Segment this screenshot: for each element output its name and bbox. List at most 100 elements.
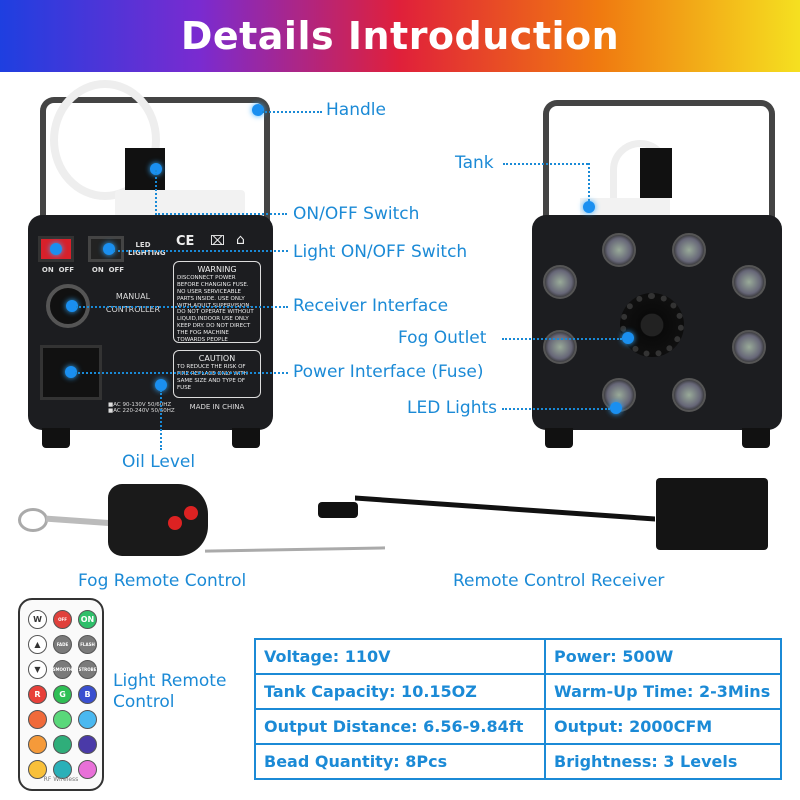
receiver-dot bbox=[66, 300, 78, 312]
oil-level-label: Oil Level bbox=[122, 452, 196, 472]
remote-button[interactable]: B bbox=[78, 685, 97, 704]
remote-button[interactable]: R bbox=[28, 685, 47, 704]
callout-line bbox=[502, 408, 610, 410]
remote-button[interactable]: STROBE bbox=[78, 660, 97, 679]
made-in-label: MADE IN CHINA bbox=[189, 403, 245, 411]
remote-button[interactable] bbox=[53, 710, 72, 729]
handle bbox=[40, 97, 270, 237]
led-lights-label: LED Lights bbox=[407, 398, 497, 418]
foot bbox=[42, 428, 70, 448]
led-light bbox=[732, 265, 766, 299]
onoff-switch-label: ON/OFF Switch bbox=[293, 204, 420, 224]
callout-line bbox=[502, 338, 622, 340]
led-light bbox=[672, 233, 706, 267]
remote-button[interactable] bbox=[28, 760, 47, 779]
fog-remote-control[interactable] bbox=[108, 484, 208, 556]
led-light bbox=[602, 233, 636, 267]
callout-line bbox=[75, 372, 288, 374]
fog-remote-label: Fog Remote Control bbox=[78, 571, 247, 591]
remote-button[interactable] bbox=[78, 710, 97, 729]
remote-button[interactable] bbox=[53, 760, 72, 779]
remote-button[interactable]: OFF bbox=[53, 610, 72, 629]
xlr-plug bbox=[318, 502, 358, 518]
page-title: Details Introduction bbox=[180, 14, 620, 58]
callout-line bbox=[155, 170, 157, 215]
remote-button[interactable]: G bbox=[53, 685, 72, 704]
switch-dot bbox=[50, 243, 62, 255]
remote-button[interactable]: ON bbox=[78, 610, 97, 629]
remote-button[interactable]: FLASH bbox=[78, 635, 97, 654]
spec-cell: Power: 500W bbox=[544, 638, 782, 675]
handle-dot bbox=[252, 104, 264, 116]
rf-wireless-label: RF Wireless bbox=[43, 776, 79, 783]
fog-outlet-label: Fog Outlet bbox=[398, 328, 487, 348]
remote-button[interactable]: ▼ bbox=[28, 660, 47, 679]
spec-cell: Brightness: 3 Levels bbox=[544, 743, 782, 780]
callout-line bbox=[262, 111, 322, 113]
light-onoff-switch-label: Light ON/OFF Switch bbox=[293, 242, 468, 262]
on-off-label: ON OFF bbox=[41, 266, 75, 274]
ac-voltage-labels: ■AC 90-130V 50/60HZ■AC 220-240V 50/60HZ bbox=[108, 402, 175, 414]
light-remote-label: Light Remote Control bbox=[113, 671, 227, 712]
callout-line bbox=[155, 213, 287, 215]
header-banner: Details Introduction bbox=[0, 0, 800, 72]
remote-button[interactable]: ▲ bbox=[28, 635, 47, 654]
spec-cell: Voltage: 110V bbox=[254, 638, 546, 675]
light-switch-dot bbox=[103, 243, 115, 255]
spec-cell: Output: 2000CFM bbox=[544, 708, 782, 745]
receiver-label: Remote Control Receiver bbox=[453, 571, 665, 591]
receiver-interface-label: Receiver Interface bbox=[293, 296, 449, 316]
weee-icon: ⌧ bbox=[210, 234, 225, 249]
spec-cell: Warm-Up Time: 2-3Mins bbox=[544, 673, 782, 710]
remote-button[interactable] bbox=[28, 710, 47, 729]
remote-button[interactable]: SMOOTH bbox=[53, 660, 72, 679]
cable bbox=[355, 495, 655, 557]
tube bbox=[50, 80, 160, 200]
key-clip bbox=[45, 515, 115, 527]
tank bbox=[580, 198, 670, 218]
oil-level-dot bbox=[155, 379, 167, 391]
led-light bbox=[732, 330, 766, 364]
foot bbox=[232, 428, 260, 448]
power-dot bbox=[65, 366, 77, 378]
callout-line bbox=[113, 250, 288, 252]
indoor-home-icon: ⌂ bbox=[236, 232, 245, 248]
remote-button[interactable]: FADE bbox=[53, 635, 72, 654]
callout-line bbox=[588, 163, 590, 205]
spec-cell: Output Distance: 6.56-9.84ft bbox=[254, 708, 546, 745]
spec-cell: Tank Capacity: 10.15OZ bbox=[254, 673, 546, 710]
remote-button[interactable]: W bbox=[28, 610, 47, 629]
led-light bbox=[543, 265, 577, 299]
remote-control-receiver bbox=[656, 478, 768, 550]
remote-button[interactable] bbox=[168, 516, 182, 530]
remote-button[interactable] bbox=[184, 506, 198, 520]
keyring bbox=[18, 508, 48, 532]
callout-line bbox=[160, 390, 162, 450]
led-light bbox=[543, 330, 577, 364]
tank-fill-dot bbox=[150, 163, 162, 175]
spec-cell: Bead Quantity: 8Pcs bbox=[254, 743, 546, 780]
led-light bbox=[672, 378, 706, 412]
fog-outlet-dot bbox=[622, 332, 634, 344]
remote-button[interactable] bbox=[53, 735, 72, 754]
tank-label: Tank bbox=[455, 153, 494, 173]
on-off-label: ON OFF bbox=[91, 266, 125, 274]
tank-dot bbox=[583, 201, 595, 213]
tank-cap bbox=[640, 148, 672, 198]
power-interface-label: Power Interface (Fuse) bbox=[293, 362, 484, 382]
ce-mark: CE bbox=[176, 234, 195, 249]
fog-outlet bbox=[620, 293, 684, 357]
remote-button[interactable] bbox=[78, 735, 97, 754]
handle bbox=[543, 100, 775, 240]
remote-button[interactable] bbox=[28, 735, 47, 754]
handle-label: Handle bbox=[326, 100, 386, 120]
remote-button[interactable] bbox=[78, 760, 97, 779]
